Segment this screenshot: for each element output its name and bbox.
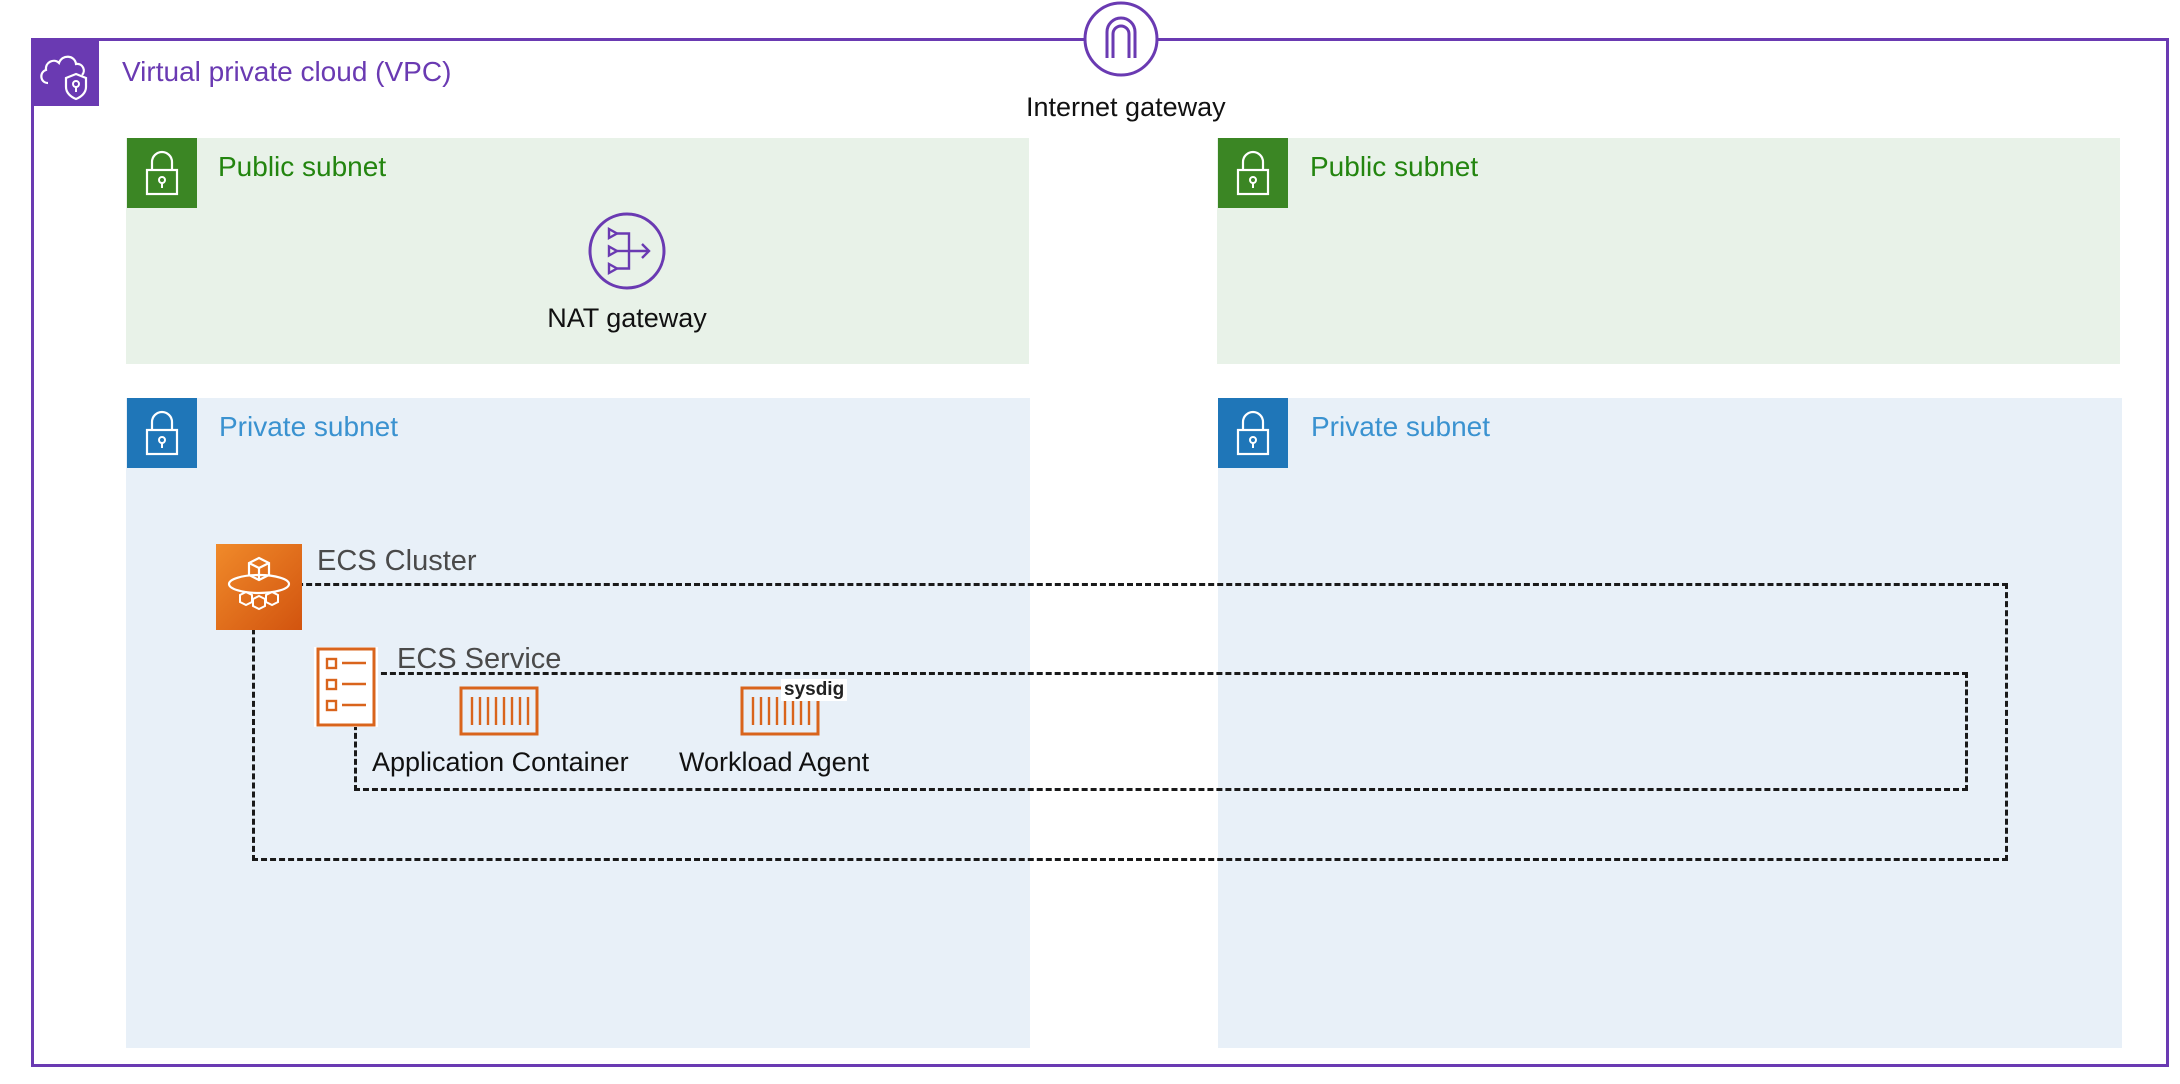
lock-icon [145,410,179,456]
internet-gateway-label: Internet gateway [1026,92,1226,122]
vpc-badge [31,38,99,106]
private-subnet-right [1218,398,2122,1048]
sysdig-logo: sysdig [781,679,848,701]
container-icon [740,686,820,736]
nat-gateway-icon [588,212,666,290]
cloud-shield-icon [40,55,88,101]
vpc-label: Virtual private cloud (VPC) [122,56,452,87]
private-subnet-right-badge [1218,398,1288,468]
lock-icon [1236,410,1270,456]
ecs-service-boundary [354,672,1968,791]
public-subnet-left-badge [127,138,197,208]
nat-gateway-label: NAT gateway [547,303,707,333]
ecs-service-label: ECS Service [397,643,562,675]
workload-agent-node [739,683,821,739]
ecs-cluster-label: ECS Cluster [317,545,477,577]
workload-agent-label: Workload Agent [679,747,870,777]
private-subnet-right-label: Private subnet [1311,411,1490,442]
application-container-label: Application Container [372,747,629,777]
public-subnet-right-badge [1218,138,1288,208]
public-subnet-left-label: Public subnet [218,151,387,182]
public-subnet-right-label: Public subnet [1310,151,1479,182]
application-container-node [458,683,540,739]
ecs-service-icon [316,647,376,727]
ecs-cluster-boundary [252,583,2008,861]
ecs-cluster-icon [227,556,291,611]
internet-gateway-icon [1083,1,1159,77]
internet-gateway-node [1082,0,1160,78]
ecs-cluster-badge [216,544,302,630]
lock-icon [1236,150,1270,196]
private-subnet-left-badge [127,398,197,468]
private-subnet-left [126,398,1030,1048]
ecs-service-node [314,647,378,727]
lock-icon [145,150,179,196]
private-subnet-left-label: Private subnet [219,411,398,442]
nat-gateway-node [587,211,667,291]
container-icon [459,686,539,736]
public-subnet-left [126,138,1029,364]
public-subnet-right [1217,138,2120,364]
